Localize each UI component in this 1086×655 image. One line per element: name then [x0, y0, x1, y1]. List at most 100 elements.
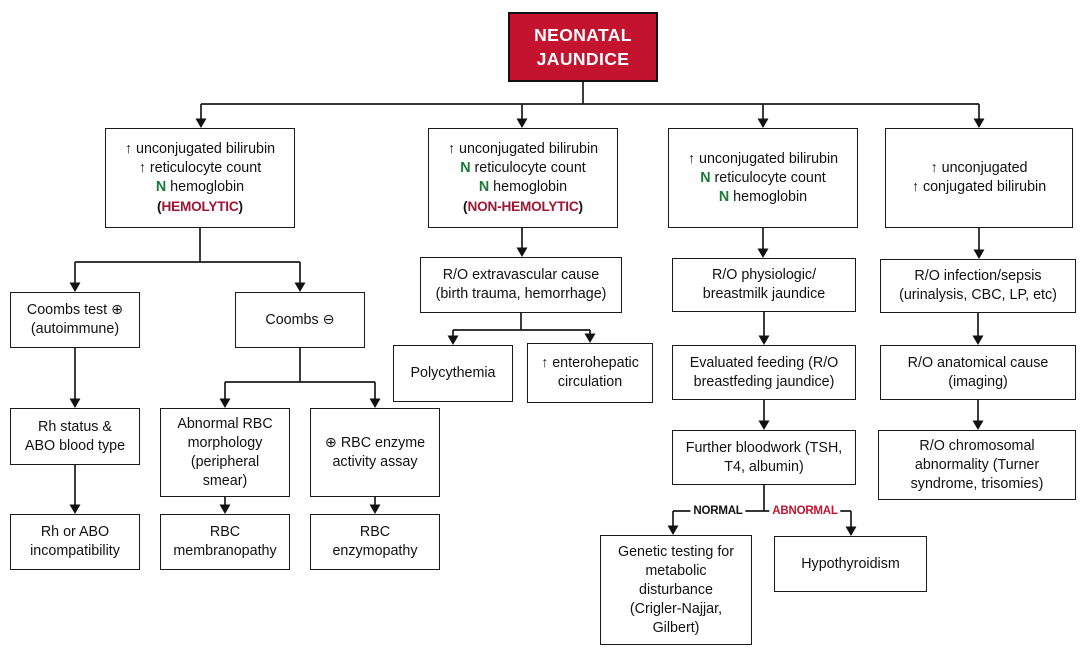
text-segment: incompatibility: [30, 543, 120, 559]
node-text-line: N reticulocyte count: [460, 159, 586, 178]
node-text-line: (Crigler-Najjar,: [630, 600, 722, 619]
node-text-line: N hemoglobin: [479, 178, 567, 197]
text-segment: hemoglobin: [729, 188, 808, 205]
node-text-line: Abnormal RBC: [177, 415, 272, 434]
connector-arrowhead: [69, 398, 81, 408]
node-nonhemolytic-findings: ↑ unconjugated bilirubin N reticulocyte c…: [428, 128, 618, 228]
connector-arrowhead: [972, 335, 984, 345]
node-rbc-enzyme-assay: ⊕ RBC enzyme activity assay: [310, 408, 440, 497]
node-coombs-positive: Coombs test ⊕(autoimmune): [10, 292, 140, 348]
connector-arrowhead: [757, 118, 769, 128]
connector-arrowhead: [369, 398, 381, 408]
node-infection-sepsis: R/O infection/sepsis(urinalysis, CBC, LP…: [880, 259, 1076, 313]
node-rbc-membranopathy: RBC membranopathy: [160, 514, 290, 570]
node-text-line: (peripheral: [191, 453, 259, 472]
node-text-line: Gilbert): [653, 619, 700, 638]
node-further-bloodwork: Further bloodwork (TSH,T4, albumin): [672, 430, 856, 485]
text-segment: (urinalysis, CBC, LP, etc): [899, 287, 1057, 303]
node-text-line: Rh status &: [38, 418, 112, 437]
text-segment: (: [156, 198, 162, 214]
node-text-line: ⊕ RBC enzyme: [325, 434, 425, 453]
node-text-line: abnormality (Turner: [915, 456, 1039, 475]
node-text-line: Coombs test ⊕: [27, 301, 123, 320]
text-segment: Evaluated feeding (R/O: [689, 354, 839, 371]
node-anatomical-cause: R/O anatomical cause(imaging): [880, 345, 1076, 400]
text-segment: Rh status &: [38, 418, 112, 435]
connector-arrowhead: [219, 398, 231, 408]
node-text-line: (imaging): [948, 373, 1008, 392]
text-segment: N: [155, 178, 167, 195]
text-segment: T4, albumin): [724, 458, 804, 475]
node-text-line: syndrome, trisomies): [911, 475, 1044, 494]
text-segment: syndrome, trisomies): [910, 475, 1044, 492]
connector-arrowhead: [294, 282, 306, 292]
text-segment: Abnormal RBC: [177, 415, 273, 432]
node-text-line: activity assay: [332, 453, 417, 472]
text-segment: Polycythemia: [410, 365, 496, 381]
node-rh-abo-type: Rh status & ABO blood type: [10, 408, 140, 465]
connector-arrowhead: [69, 282, 81, 292]
node-text-line: Rh or ABO: [41, 523, 109, 542]
text-segment: JAUNDICE: [536, 49, 630, 69]
text-segment: HEMOLYTIC: [161, 198, 239, 214]
node-text-line: breastmilk jaundice: [703, 285, 825, 304]
node-physiologic-breastmilk: R/O physiologic/breastmilk jaundice: [672, 258, 856, 312]
connector-arrowhead: [972, 420, 984, 430]
text-segment: metabolic: [645, 562, 707, 579]
text-segment: (birth trauma, hemorrhage): [435, 286, 607, 302]
text-segment: ): [238, 198, 244, 214]
connector-arrowhead: [195, 118, 207, 128]
node-text-line: ↑ unconjugated bilirubin: [448, 140, 598, 159]
node-text-line: ↑ unconjugated: [931, 159, 1028, 178]
text-segment: membranopathy: [173, 543, 277, 559]
text-segment: Hypothyroidism: [801, 555, 900, 572]
text-segment: ↑ unconjugated bilirubin: [687, 150, 839, 167]
node-text-line: (autoimmune): [31, 320, 119, 339]
text-segment: N: [460, 159, 471, 176]
connector-arrowhead: [584, 333, 596, 343]
node-text-line: R/O chromosomal: [919, 437, 1034, 456]
text-segment: R/O physiologic/: [711, 267, 817, 283]
text-segment: ⊕ RBC enzyme: [324, 434, 426, 451]
node-text-line: RBC: [360, 523, 390, 542]
text-segment: ↑ conjugated bilirubin: [911, 179, 1047, 195]
node-coombs-negative: Coombs ⊖: [235, 292, 365, 348]
connector-arrowhead: [757, 248, 769, 258]
text-segment: circulation: [557, 374, 623, 390]
node-text-line: incompatibility: [30, 542, 120, 561]
text-segment: N: [478, 178, 490, 195]
node-text-line: disturbance: [639, 581, 713, 600]
node-hemolytic-findings: ↑ unconjugated bilirubin↑ reticulocyte c…: [105, 128, 295, 228]
connector-arrowhead: [758, 335, 770, 345]
node-text-line: R/O anatomical cause: [908, 354, 1049, 373]
text-segment: N: [718, 188, 730, 205]
text-segment: ↑ reticulocyte count: [138, 159, 262, 176]
node-text-line: T4, albumin): [724, 458, 803, 477]
text-segment: R/O chromosomal: [919, 437, 1035, 454]
node-text-line: (birth trauma, hemorrhage): [436, 285, 607, 304]
text-segment: ↑ unconjugated bilirubin: [447, 140, 599, 157]
text-segment: enzymopathy: [332, 543, 418, 559]
text-segment: R/O extravascular cause: [442, 267, 600, 283]
text-segment: (: [463, 198, 468, 214]
node-text-line: membranopathy: [173, 542, 276, 561]
text-segment: RBC: [209, 524, 241, 540]
text-segment: disturbance: [639, 581, 713, 598]
connector-arrowhead: [973, 249, 985, 259]
branch-label-normal: NORMAL: [690, 505, 746, 517]
node-text-line: R/O infection/sepsis: [914, 267, 1041, 286]
text-segment: hemoglobin: [166, 178, 245, 195]
node-text-line: ↑ reticulocyte count: [139, 159, 261, 178]
node-text-line: metabolic: [645, 562, 706, 581]
node-text-line: ABO blood type: [25, 437, 125, 456]
text-segment: ): [578, 198, 583, 214]
text-segment: activity assay: [332, 453, 418, 470]
node-text-line: circulation: [558, 373, 622, 392]
text-segment: morphology: [187, 434, 263, 451]
node-text-line: morphology: [188, 434, 263, 453]
node-text-line: ↑ enterohepatic: [541, 354, 639, 373]
